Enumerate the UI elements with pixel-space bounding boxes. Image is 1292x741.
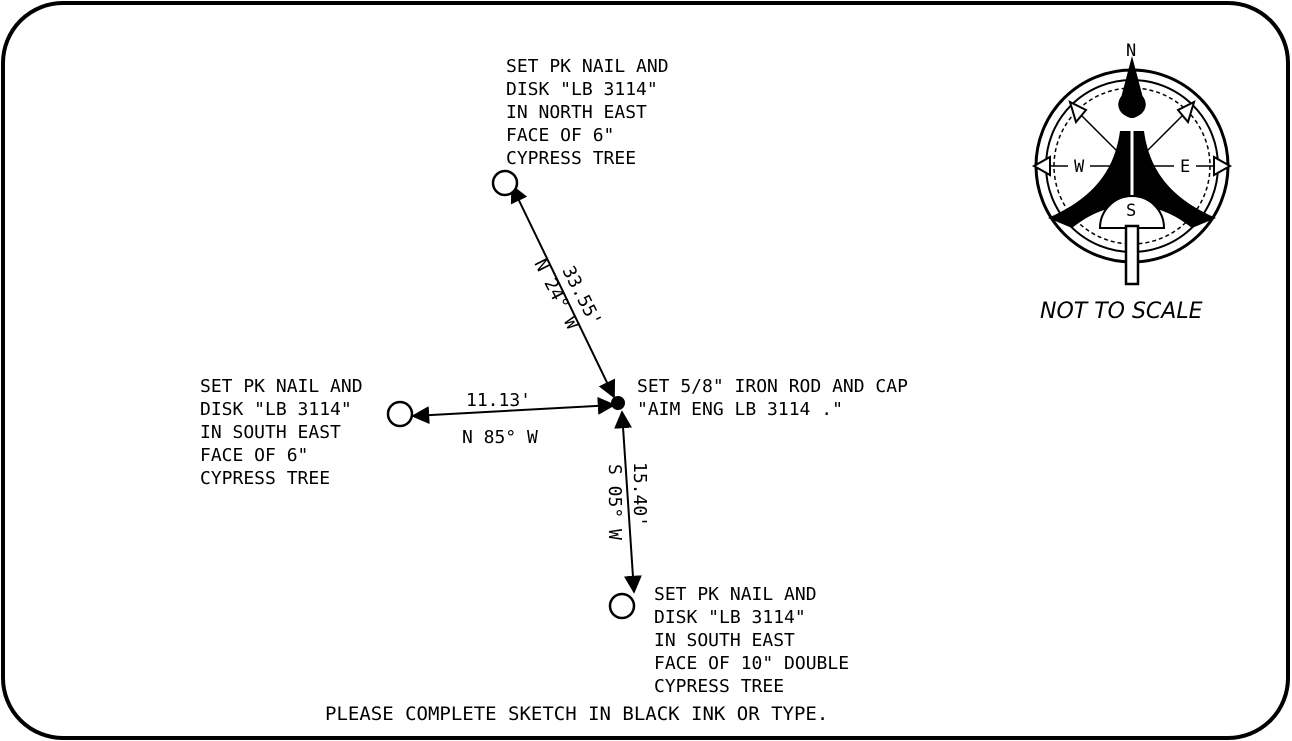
south-point-label: SET PK NAIL AND DISK "LB 3114" IN SOUTH … (654, 584, 860, 697)
compass-east-letter: E (1180, 157, 1190, 177)
compass-rose (1031, 56, 1233, 286)
south-distance: 15.40' (629, 462, 650, 527)
iron-rod-point (611, 396, 625, 410)
tie-line-south (614, 410, 642, 594)
compass-south-letter: S (1126, 201, 1136, 221)
north-point-label: SET PK NAIL AND DISK "LB 3114" IN NORTH … (506, 56, 679, 169)
west-point-label: SET PK NAIL AND DISK "LB 3114" IN SOUTH … (200, 376, 373, 489)
compass-west-letter: W (1074, 157, 1085, 177)
tree-point-north (491, 169, 519, 197)
south-bearing: S 05° W (604, 464, 625, 540)
compass-north-letter: N (1126, 41, 1136, 61)
scale-note: NOT TO SCALE (1040, 299, 1203, 324)
tie-line-west (411, 396, 616, 425)
west-bearing: N 85° W (462, 427, 538, 448)
tree-point-south (608, 592, 636, 620)
iron-rod-label: SET 5/8" IRON ROD AND CAP "AIM ENG LB 31… (637, 376, 919, 420)
footer-instruction: PLEASE COMPLETE SKETCH IN BLACK INK OR T… (325, 703, 828, 725)
tie-line-north (510, 184, 616, 399)
west-distance: 11.13' (466, 390, 531, 411)
tree-point-west (386, 400, 414, 428)
